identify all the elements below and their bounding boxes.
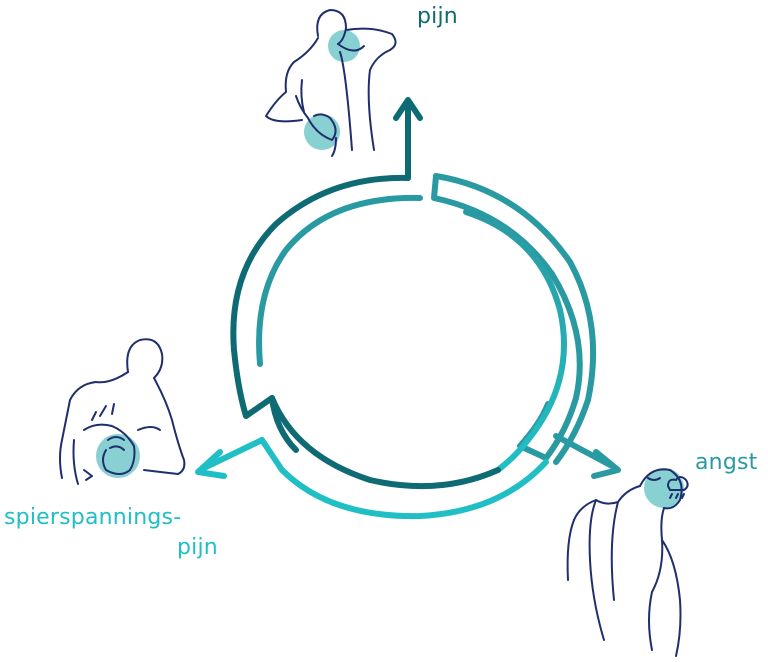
chest-pain-figure [60, 339, 184, 484]
back-pain-figure [266, 10, 396, 156]
cycle-segment-light [262, 440, 546, 516]
label-spierspanningspijn-line2: pijn [177, 537, 218, 559]
arrow-head-left-icon [198, 452, 224, 476]
inner-ring-left [259, 198, 420, 364]
inner-ring-right [466, 212, 564, 470]
cycle-segment-mid [434, 176, 580, 458]
label-angst: angst [695, 452, 757, 474]
arrow-head-right-icon [594, 452, 618, 476]
label-pijn: pijn [417, 6, 458, 28]
anxious-figure [568, 468, 688, 656]
arrow-to-spierspanningspijn [204, 440, 262, 468]
label-spierspanningspijn-line1: spierspannings- [4, 507, 181, 529]
inner-ring-bottom [272, 398, 498, 486]
